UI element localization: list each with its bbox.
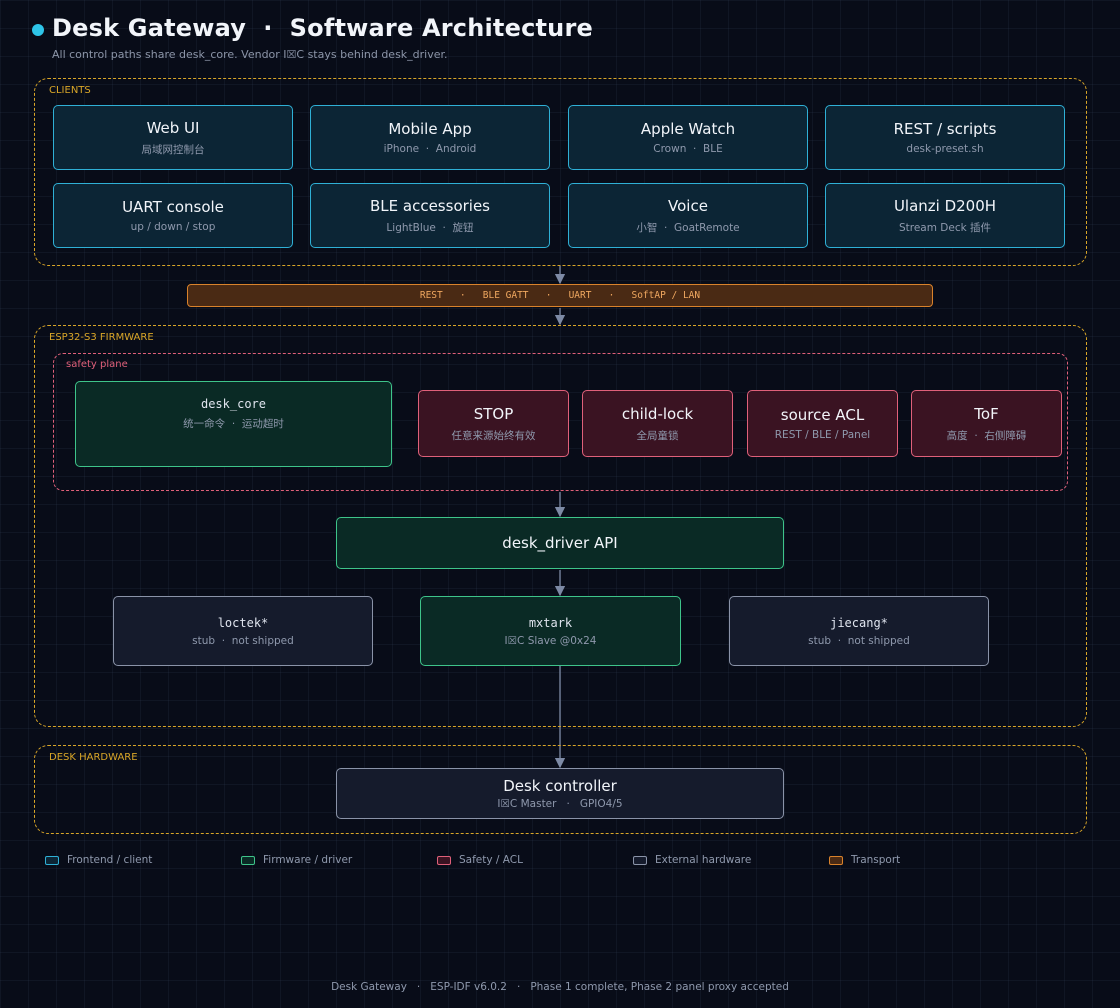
client-subtitle: iPhone · Android: [383, 143, 477, 155]
client-title: Apple Watch: [640, 120, 736, 138]
driver-title: loctek*: [217, 615, 269, 630]
safety-plane-label: safety plane: [66, 359, 128, 370]
firmware-zone-label: ESP32-S3 FIRMWARE: [49, 332, 154, 343]
driver-subtitle: stub · not shipped: [808, 634, 910, 647]
hardware-zone-label: DESK HARDWARE: [49, 752, 138, 763]
driver-mxtark[interactable]: mxtark I☒C Slave @0x24: [420, 596, 681, 666]
legend-safety: Safety / ACL: [437, 854, 523, 866]
driver-loctek[interactable]: loctek* stub · not shipped: [113, 596, 373, 666]
clients-zone: CLIENTS: [34, 78, 1087, 266]
legend-label: External hardware: [655, 854, 752, 866]
title-dot-icon: [32, 24, 44, 36]
driver-title: jiecang*: [830, 615, 888, 630]
clients-zone-label: CLIENTS: [49, 85, 91, 96]
client-web-ui[interactable]: Web UI 局域网控制台: [53, 105, 293, 170]
legend-frontend: Frontend / client: [45, 854, 152, 866]
safety-title: child-lock: [621, 404, 694, 423]
legend-swatch: [829, 855, 843, 865]
safety-title: source ACL: [780, 406, 865, 424]
desk-controller-subtitle: I☒C Master · GPIO4/5: [497, 798, 623, 810]
safety-subtitle: 高度 · 右侧障碍: [946, 429, 1027, 442]
client-title: UART console: [122, 198, 224, 216]
legend-swatch: [45, 855, 59, 865]
client-subtitle: 小智 · GoatRemote: [636, 221, 740, 234]
driver-subtitle: I☒C Slave @0x24: [504, 634, 597, 647]
desk-core-title: desk_core: [200, 397, 267, 411]
desk-driver-api-title: desk_driver API: [502, 534, 618, 552]
legend-swatch: [241, 855, 255, 865]
client-voice[interactable]: Voice 小智 · GoatRemote: [568, 183, 808, 248]
page-subtitle: All control paths share desk_core. Vendo…: [52, 48, 448, 61]
desk-controller-box[interactable]: Desk controller I☒C Master · GPIO4/5: [336, 768, 784, 819]
desk-core-subtitle: 统一命令 · 运动超时: [183, 418, 284, 430]
legend-label: Firmware / driver: [263, 854, 353, 866]
footer: Desk Gateway · ESP-IDF v6.0.2 · Phase 1 …: [331, 981, 789, 993]
client-title: REST / scripts: [893, 120, 997, 138]
client-mobile-app[interactable]: Mobile App iPhone · Android: [310, 105, 550, 170]
safety-subtitle: 全局童锁: [636, 429, 679, 442]
driver-title: mxtark: [528, 615, 573, 630]
client-title: Mobile App: [388, 120, 472, 138]
safety-tof[interactable]: ToF 高度 · 右侧障碍: [911, 390, 1062, 457]
safety-title: ToF: [974, 404, 999, 423]
legend-label: Transport: [851, 854, 901, 866]
safety-stop[interactable]: STOP 任意来源始终有效: [418, 390, 569, 457]
client-rest-scripts[interactable]: REST / scripts desk-preset.sh: [825, 105, 1065, 170]
transport-bar[interactable]: REST · BLE GATT · UART · SoftAP / LAN: [187, 284, 933, 307]
legend-hardware: External hardware: [633, 854, 751, 866]
safety-subtitle: 任意来源始终有效: [451, 429, 536, 442]
client-subtitle: desk-preset.sh: [906, 143, 984, 155]
safety-plane: safety plane: [53, 353, 1068, 491]
client-apple-watch[interactable]: Apple Watch Crown · BLE: [568, 105, 808, 170]
legend-label: Safety / ACL: [459, 854, 523, 866]
page-title: Desk Gateway · Software Architecture: [52, 14, 593, 42]
client-subtitle: LightBlue · 旋钮: [386, 221, 474, 234]
safety-child-lock[interactable]: child-lock 全局童锁: [582, 390, 733, 457]
client-subtitle: Stream Deck 插件: [898, 221, 992, 234]
safety-title: STOP: [473, 404, 514, 423]
safety-subtitle: REST / BLE / Panel: [774, 429, 871, 441]
firmware-zone: ESP32-S3 FIRMWARE: [34, 325, 1087, 727]
client-subtitle: 局域网控制台: [141, 143, 205, 156]
legend-firmware: Firmware / driver: [241, 854, 352, 866]
client-title: BLE accessories: [370, 196, 490, 215]
driver-jiecang[interactable]: jiecang* stub · not shipped: [729, 596, 989, 666]
client-subtitle: Crown · BLE: [653, 143, 723, 155]
safety-source-acl[interactable]: source ACL REST / BLE / Panel: [747, 390, 898, 457]
client-ble-accessories[interactable]: BLE accessories LightBlue · 旋钮: [310, 183, 550, 248]
legend-swatch: [437, 855, 451, 865]
driver-subtitle: stub · not shipped: [192, 634, 294, 647]
hardware-zone: DESK HARDWARE: [34, 745, 1087, 834]
client-title: Web UI: [146, 118, 200, 137]
client-ulanzi-d200h[interactable]: Ulanzi D200H Stream Deck 插件: [825, 183, 1065, 248]
client-title: Ulanzi D200H: [893, 196, 997, 215]
client-title: Voice: [668, 196, 708, 215]
desk-controller-title: Desk controller: [503, 777, 617, 795]
legend-label: Frontend / client: [67, 854, 153, 866]
desk-driver-api-box[interactable]: desk_driver API: [336, 517, 784, 569]
legend-transport: Transport: [829, 854, 900, 866]
desk-core-box[interactable]: desk_core 统一命令 · 运动超时: [75, 381, 392, 467]
legend-swatch: [633, 855, 647, 865]
client-uart-console[interactable]: UART console up / down / stop: [53, 183, 293, 248]
client-subtitle: up / down / stop: [130, 221, 216, 233]
